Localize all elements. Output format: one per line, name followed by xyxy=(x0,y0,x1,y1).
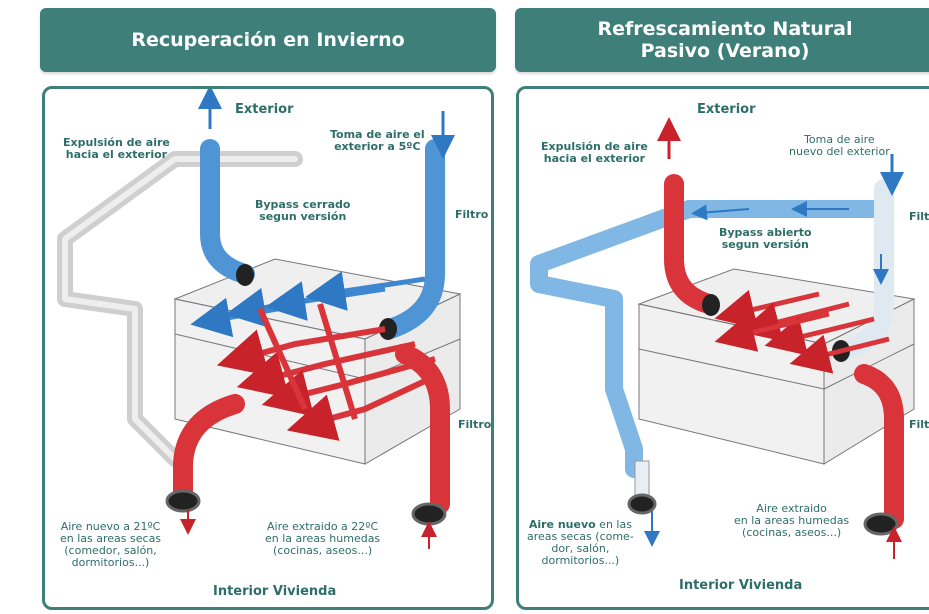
exterior-label: Exterior xyxy=(235,102,294,117)
filter-top-label: Filtro xyxy=(909,210,929,223)
interior-label: Interior Vivienda xyxy=(213,584,337,599)
interior-label: Interior Vivienda xyxy=(679,578,803,593)
filter-bottom-label: Filtro xyxy=(458,418,492,431)
supply-air-label: Aire nuevo a 21ºC en las areas secas (co… xyxy=(60,520,162,569)
filter-bottom-label: Filtro xyxy=(909,418,929,431)
warm-flow-arrows xyxy=(216,303,442,441)
winter-airflow-diagram xyxy=(57,89,462,549)
supply-pipe xyxy=(173,394,245,504)
summer-panel-title: Refrescamiento Natural Pasivo (Verano) xyxy=(515,8,929,72)
extract-pipe xyxy=(395,344,450,514)
exterior-label: Exterior xyxy=(697,102,756,117)
extract-air-label: Aire extraido en la areas humedas (cocin… xyxy=(734,502,850,539)
extract-air-label: Aire extraido a 22ºC en la areas humedas… xyxy=(265,520,381,557)
exhaust-pipe xyxy=(664,174,719,314)
filter-top-label: Filtro xyxy=(455,208,489,221)
extract-pipe xyxy=(854,364,904,529)
cold-flow-arrows xyxy=(190,271,426,338)
exhaust-pipe xyxy=(200,139,255,284)
warm-flow-arrows xyxy=(714,289,890,374)
winter-panel-title: Recuperación en Invierno xyxy=(40,8,496,72)
intake-pipe xyxy=(380,139,445,339)
summer-airflow-diagram xyxy=(530,117,916,559)
supply-air-label: Aire nuevo en las areas secas (come- dor… xyxy=(527,518,634,567)
